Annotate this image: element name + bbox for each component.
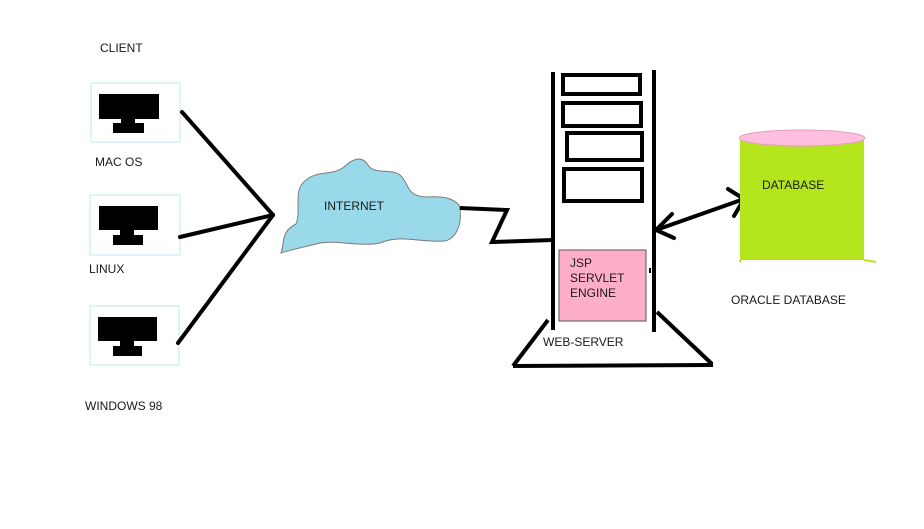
- linux-monitor-icon: [89, 194, 181, 256]
- client-label: CLIENT: [100, 41, 143, 55]
- mac-os-label: MAC OS: [95, 155, 143, 169]
- servlet-engine-label: JSP SERVLET ENGINE: [570, 256, 642, 301]
- engine-line-2: SERVLET: [570, 271, 625, 285]
- internet-label: INTERNET: [324, 199, 384, 213]
- windows-98-monitor-icon: [89, 305, 180, 366]
- engine-line-3: ENGINE: [570, 286, 617, 300]
- web-server-label: WEB-SERVER: [543, 335, 624, 349]
- database-label: DATABASE: [762, 178, 825, 192]
- oracle-database-label: ORACLE DATABASE: [731, 293, 846, 307]
- client-connection-lines: [176, 110, 275, 345]
- internet-server-link: [459, 206, 554, 245]
- linux-label: LINUX: [89, 262, 125, 276]
- servlet-engine-box: [558, 249, 647, 322]
- internet-cloud-icon: [280, 158, 461, 254]
- engine-line-1: JSP: [570, 256, 593, 270]
- server-database-arrow: [652, 187, 747, 240]
- database-cylinder-icon: [738, 129, 877, 263]
- mac-os-monitor-icon: [90, 82, 181, 143]
- windows-98-label: WINDOWS 98: [85, 399, 163, 413]
- web-server-tower: [511, 70, 714, 368]
